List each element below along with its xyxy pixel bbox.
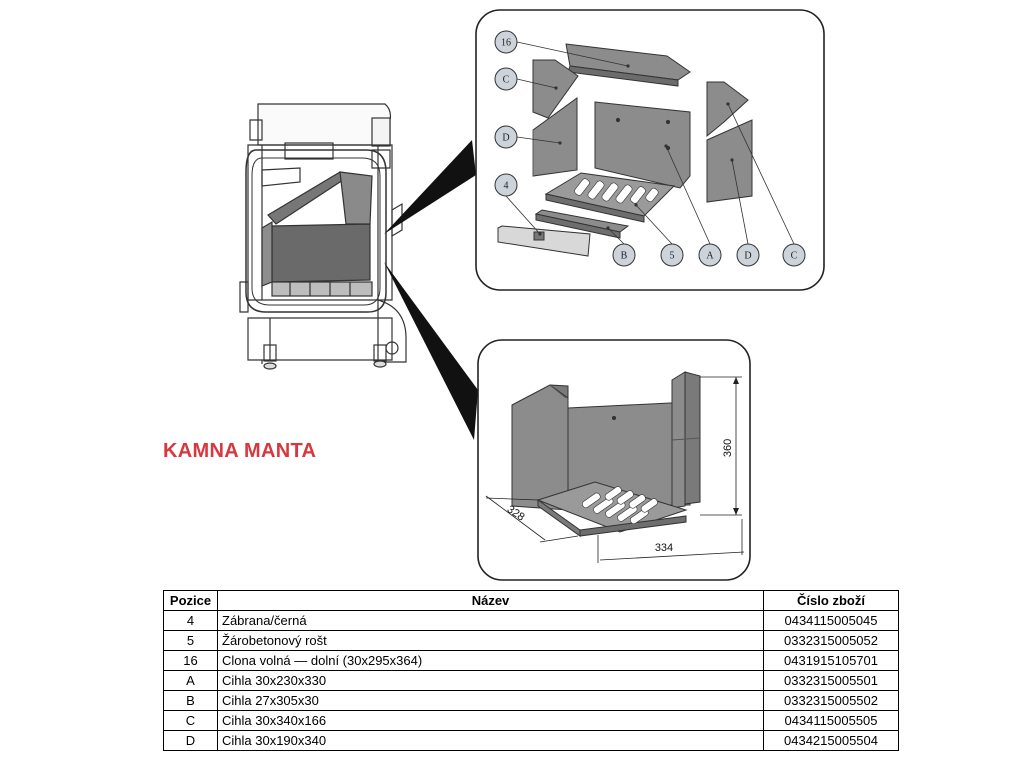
table-header-row: Pozice Název Číslo zboží	[163, 590, 899, 611]
svg-text:D: D	[744, 251, 751, 262]
stove-drawing	[239, 103, 407, 370]
svg-text:16: 16	[501, 38, 511, 49]
cell-product-number: 0332315005501	[763, 670, 899, 691]
callout-c-right: C	[782, 243, 806, 267]
svg-text:5: 5	[670, 251, 675, 262]
table-row: B Cihla 27x305x30 0332315005502	[163, 690, 899, 711]
parts-table: Pozice Název Číslo zboží 4 Zábrana/černá…	[163, 590, 899, 751]
header-product-number: Číslo zboží	[763, 590, 899, 611]
cell-product-number: 0434115005045	[763, 610, 899, 631]
callout-anchor-dots	[538, 64, 734, 236]
cell-name: Zábrana/černá	[217, 610, 764, 631]
cell-product-number: 0332315005052	[763, 630, 899, 651]
grate-slots-bottom	[581, 486, 658, 525]
cell-name: Cihla 30x230x330	[217, 670, 764, 691]
dimension-lines	[485, 376, 745, 563]
table-row: 5 Žárobetonový rošt 0332315005052	[163, 630, 899, 651]
stove-title: KAMNA MANTA	[163, 440, 317, 462]
bottom-connector-wedge	[384, 262, 478, 440]
cell-product-number: 0434215005504	[763, 730, 899, 751]
cell-position: B	[163, 690, 218, 711]
callout-d-right: D	[736, 243, 760, 267]
cell-position: 4	[163, 610, 218, 631]
table-row: 4 Zábrana/černá 0434115005045	[163, 610, 899, 631]
table-row: D Cihla 30x190x340 0434215005504	[163, 730, 899, 751]
callout-leader-lines	[505, 41, 795, 245]
callout-16: 16	[494, 30, 518, 54]
cell-product-number: 0332315005502	[763, 690, 899, 711]
cell-position: C	[163, 710, 218, 731]
callout-b: B	[612, 243, 636, 267]
cell-product-number: 0431915105701	[763, 650, 899, 671]
callout-c-left: C	[494, 67, 518, 91]
svg-text:A: A	[706, 251, 714, 262]
cell-name: Cihla 27x305x30	[217, 690, 764, 711]
exploded-parts	[497, 43, 753, 257]
cell-name: Cihla 30x340x166	[217, 710, 764, 731]
exploded-diagram: 16 C D 4 B 5 A D C	[239, 9, 825, 581]
svg-text:C: C	[503, 75, 510, 86]
header-name: Název	[217, 590, 764, 611]
top-connector-wedge	[384, 140, 476, 234]
cell-name: Žárobetonový rošt	[217, 630, 764, 651]
dim-height-label: 360	[722, 439, 734, 457]
cell-product-number: 0434115005505	[763, 710, 899, 731]
svg-text:B: B	[621, 251, 628, 262]
callout-5: 5	[660, 243, 684, 267]
callout-4: 4	[494, 173, 518, 197]
table-row: C Cihla 30x340x166 0434115005505	[163, 710, 899, 731]
table-row: 16 Clona volná — dolní (30x295x364) 0431…	[163, 650, 899, 671]
header-position: Pozice	[163, 590, 218, 611]
cell-name: Clona volná — dolní (30x295x364)	[217, 650, 764, 671]
table-row: A Cihla 30x230x330 0332315005501	[163, 670, 899, 691]
cell-position: 5	[163, 630, 218, 651]
dimension-arrows	[733, 377, 739, 515]
cell-position: A	[163, 670, 218, 691]
svg-text:4: 4	[504, 181, 509, 192]
cell-position: 16	[163, 650, 218, 671]
svg-text:C: C	[791, 251, 798, 262]
svg-text:D: D	[502, 133, 509, 144]
cell-name: Cihla 30x190x340	[217, 730, 764, 751]
grate-slots-top	[574, 178, 659, 204]
callout-d-left: D	[494, 125, 518, 149]
assembled-firebox	[511, 371, 701, 537]
dim-width-label: 334	[655, 542, 673, 554]
cell-position: D	[163, 730, 218, 751]
callout-a: A	[698, 243, 722, 267]
